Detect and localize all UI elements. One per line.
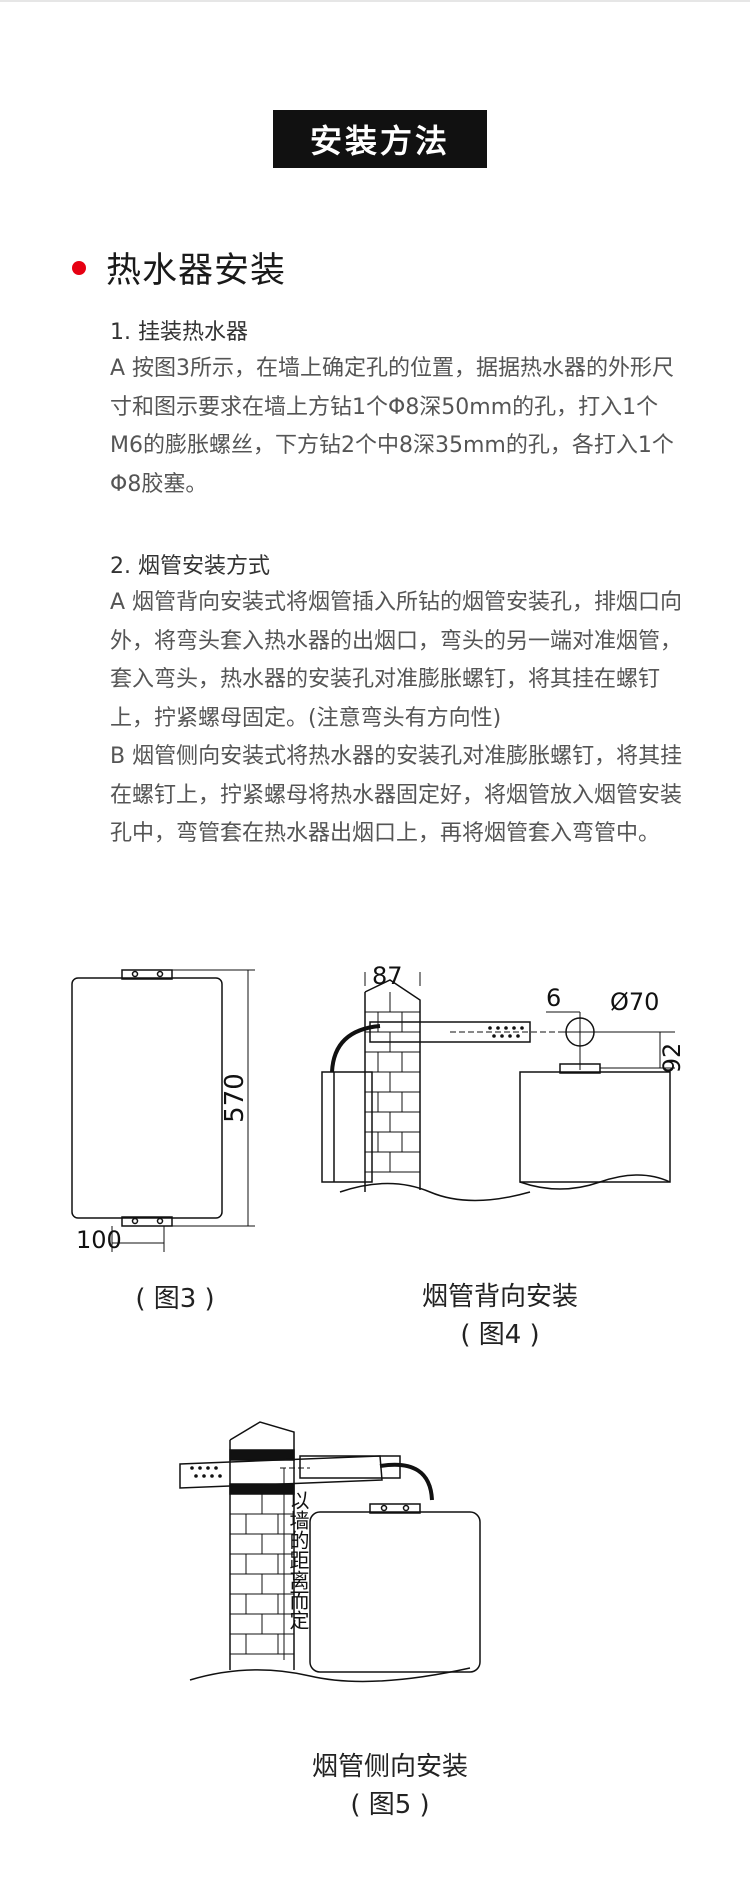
flue-pipe (179, 1455, 383, 1489)
bottom-bracket (121, 1216, 173, 1227)
dim-diameter-label: Ø70 (610, 988, 659, 1016)
dim-drop-label: 92 (658, 1043, 686, 1074)
figure5-diagram: 以墙的距离而定 (179, 1421, 481, 1683)
wall-top-outline (364, 979, 421, 1190)
brick-wall (365, 992, 420, 1173)
figure3-caption: ( 图3 ) (135, 1284, 215, 1314)
pipe-vent-holes (190, 1466, 222, 1478)
elbow-pipe (379, 1462, 434, 1501)
pipe-sleeve (299, 1455, 401, 1479)
bullet-dot-icon (72, 260, 86, 275)
figure4-caption-number: ( 图4 ) (460, 1320, 540, 1350)
dim-height-label: 570 (220, 1073, 250, 1123)
step2-paragraph: A 烟管背向安装式将烟管插入所钻的烟管安装孔，排烟口向外，将弯头套入热水器的出烟… (110, 584, 690, 854)
wall-top-outline (229, 1421, 295, 1670)
dim-wall-label: 87 (372, 962, 403, 990)
figure5-caption-number: ( 图5 ) (350, 1790, 430, 1820)
dim-offset-label: 6 (546, 984, 561, 1012)
heater-body (309, 1511, 481, 1673)
figure4-caption-title: 烟管背向安装 (421, 1282, 578, 1312)
elbow-pipe (330, 1024, 381, 1073)
top-divider (0, 0, 750, 2)
section-title: 热水器安装 (106, 251, 287, 291)
top-bracket (121, 969, 173, 980)
flue-pipe (369, 1021, 531, 1043)
side-heater (321, 1071, 373, 1183)
step1-title: 1. 挂装热水器 (110, 320, 248, 345)
section-banner: 安装方法 (273, 110, 487, 168)
figure4-caption: 烟管背向安装 ( 图4 ) (400, 1278, 600, 1354)
rear-heater (519, 1071, 671, 1183)
brick-wall (230, 1494, 294, 1655)
section-header: 热水器安装 (72, 242, 286, 293)
pipe-vent-holes (488, 1026, 524, 1038)
figure3-diagram: 570 100 (71, 969, 255, 1254)
step2-text-b: B 烟管侧向安装式将热水器的安装孔对准膨胀螺钉，将其挂在螺钉上，拧紧螺母将热水器… (110, 744, 683, 846)
figure5-caption: 烟管侧向安装 ( 图5 ) (290, 1748, 490, 1824)
heater-body (71, 977, 223, 1219)
figure5-caption-title: 烟管侧向安装 (311, 1752, 468, 1782)
step2-title: 2. 烟管安装方式 (110, 554, 270, 579)
step1-text: A 按图3所示，在墙上确定孔的位置，据据热水器的外形尺寸和图示要求在墙上方钻1个… (110, 356, 675, 497)
step1-paragraph: A 按图3所示，在墙上确定孔的位置，据据热水器的外形尺寸和图示要求在墙上方钻1个… (110, 350, 690, 504)
dim-width-label: 100 (76, 1226, 122, 1254)
dim-distance-label: 以墙的距离而定 (286, 1490, 310, 1630)
figure4-diagram: 87 6 Ø70 92 (321, 962, 686, 1202)
step2-text-a: A 烟管背向安装式将烟管插入所钻的烟管安装孔，排烟口向外，将弯头套入热水器的出烟… (110, 590, 683, 731)
